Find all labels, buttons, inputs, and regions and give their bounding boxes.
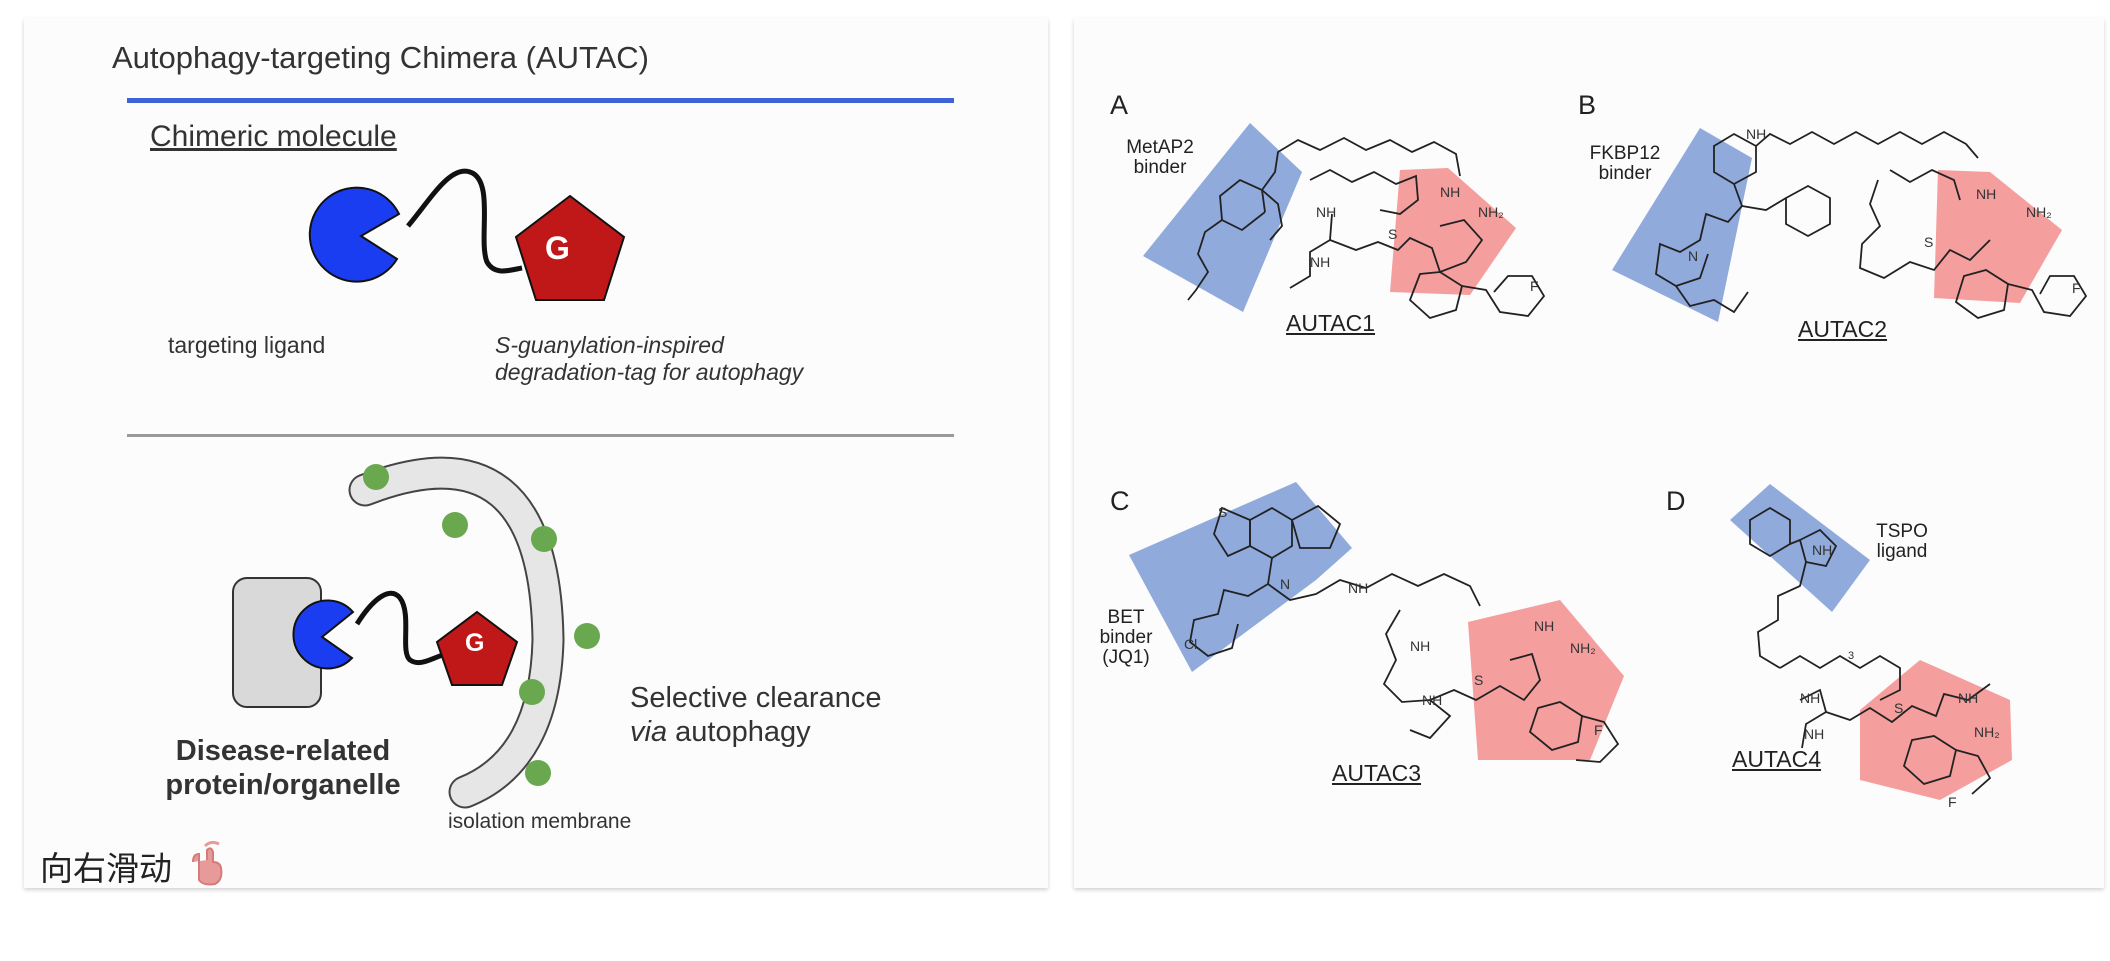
- atom-label: NH₂: [1570, 640, 1596, 656]
- bound-linker-chain: [354, 590, 444, 666]
- atom-label: F: [1948, 794, 1957, 810]
- atom-label: N: [1688, 248, 1699, 264]
- metap2-binder-label: MetAP2 binder: [1126, 137, 1194, 178]
- tag-description-line2: degradation-tag for autophagy: [495, 359, 804, 385]
- bet-binder-label: BET binder (JQ1): [1099, 607, 1153, 668]
- atom-label: NH: [1410, 638, 1431, 654]
- atom-label: F: [1594, 722, 1603, 738]
- page-title: Autophagy-targeting Chimera (AUTAC): [112, 40, 649, 75]
- atom-label: NH: [1746, 126, 1767, 142]
- panel-letter-d: D: [1666, 486, 1686, 516]
- atom-label: NH: [1348, 580, 1369, 596]
- lc3-dot: [531, 526, 557, 552]
- atom-label: F: [2072, 280, 2081, 296]
- linker-chain: [406, 168, 523, 274]
- fkbp12-binder-highlight: [1612, 128, 1752, 322]
- atom-label: S: [1894, 700, 1904, 716]
- autac3-skeleton: [1189, 504, 1620, 763]
- atom-label: NH: [1534, 618, 1555, 634]
- autac1-label: AUTAC1: [1286, 310, 1376, 336]
- tag-description-line1: S-guanylation-inspired: [495, 332, 724, 358]
- chimeric-molecule-heading: Chimeric molecule: [150, 120, 397, 153]
- autac2-label: AUTAC2: [1798, 316, 1888, 342]
- disease-protein-label: Disease-related protein/organelle: [165, 735, 401, 801]
- atom-label: NH: [1422, 692, 1443, 708]
- bound-guanine-tag-icon: [435, 610, 519, 686]
- fkbp12-binder-label: FKBP12 binder: [1589, 143, 1661, 184]
- autac3-label: AUTAC3: [1332, 760, 1422, 786]
- lc3-dot: [519, 679, 545, 705]
- section-divider: [127, 434, 954, 437]
- autac4-skeleton: [1749, 506, 1992, 795]
- atom-label: N: [1280, 576, 1291, 592]
- lc3-dot: [363, 464, 389, 490]
- atom-label: NH: [1310, 254, 1331, 270]
- bet-binder-highlight: [1129, 482, 1352, 672]
- atom-label: NH: [1976, 186, 1997, 202]
- atom-label: NH₂: [1478, 204, 1504, 220]
- tspo-ligand-highlight: [1730, 484, 1870, 612]
- panel-letter-a: A: [1110, 90, 1129, 120]
- guanine-tag-highlight: [1468, 600, 1624, 760]
- atom-label: NH: [1800, 690, 1821, 706]
- guanine-tag-letter: G: [545, 230, 570, 266]
- lc3-dot: [442, 512, 468, 538]
- atom-label: NH: [1812, 542, 1833, 558]
- atom-label: NH: [1958, 690, 1979, 706]
- atom-label: F: [1530, 278, 1539, 294]
- atom-label: NH₂: [2026, 204, 2052, 220]
- atom-label: NH: [1316, 204, 1337, 220]
- atom-label: S: [1474, 672, 1484, 688]
- targeting-ligand-label: targeting ligand: [168, 332, 326, 358]
- atom-label: S: [1388, 226, 1398, 242]
- atom-label: 3: [1848, 650, 1855, 662]
- atom-label: NH₂: [1974, 724, 2000, 740]
- lc3-dot: [525, 760, 551, 786]
- lc3-dot: [574, 623, 600, 649]
- bound-tag-letter: G: [465, 629, 485, 657]
- guanine-tag-icon: [514, 194, 626, 301]
- panel-letter-c: C: [1110, 486, 1130, 516]
- panel-letter-b: B: [1578, 90, 1597, 120]
- guanine-tag-highlight: [1934, 170, 2062, 303]
- atom-label: S: [1924, 234, 1934, 250]
- tspo-ligand-label: TSPO ligand: [1876, 521, 1928, 562]
- autac4-label: AUTAC4: [1732, 746, 1822, 772]
- hand-pointer-icon: [192, 840, 223, 886]
- swipe-right-hint: 向右滑动: [40, 832, 223, 890]
- atom-label: Cl: [1184, 636, 1198, 652]
- title-underline-rule: [127, 98, 954, 103]
- atom-label: NH: [1440, 184, 1461, 200]
- atom-label: S: [1218, 504, 1228, 520]
- atom-label: NH: [1804, 726, 1825, 742]
- targeting-ligand-icon: [308, 186, 401, 283]
- autac2-skeleton: [1655, 130, 2088, 319]
- autac1-skeleton: [1187, 136, 1546, 320]
- isolation-membrane-label: isolation membrane: [448, 810, 632, 833]
- selective-clearance-label: Selective clearance via autophagy: [630, 682, 882, 748]
- guanine-tag-highlight: [1390, 168, 1516, 295]
- bound-ligand-icon: [292, 599, 355, 670]
